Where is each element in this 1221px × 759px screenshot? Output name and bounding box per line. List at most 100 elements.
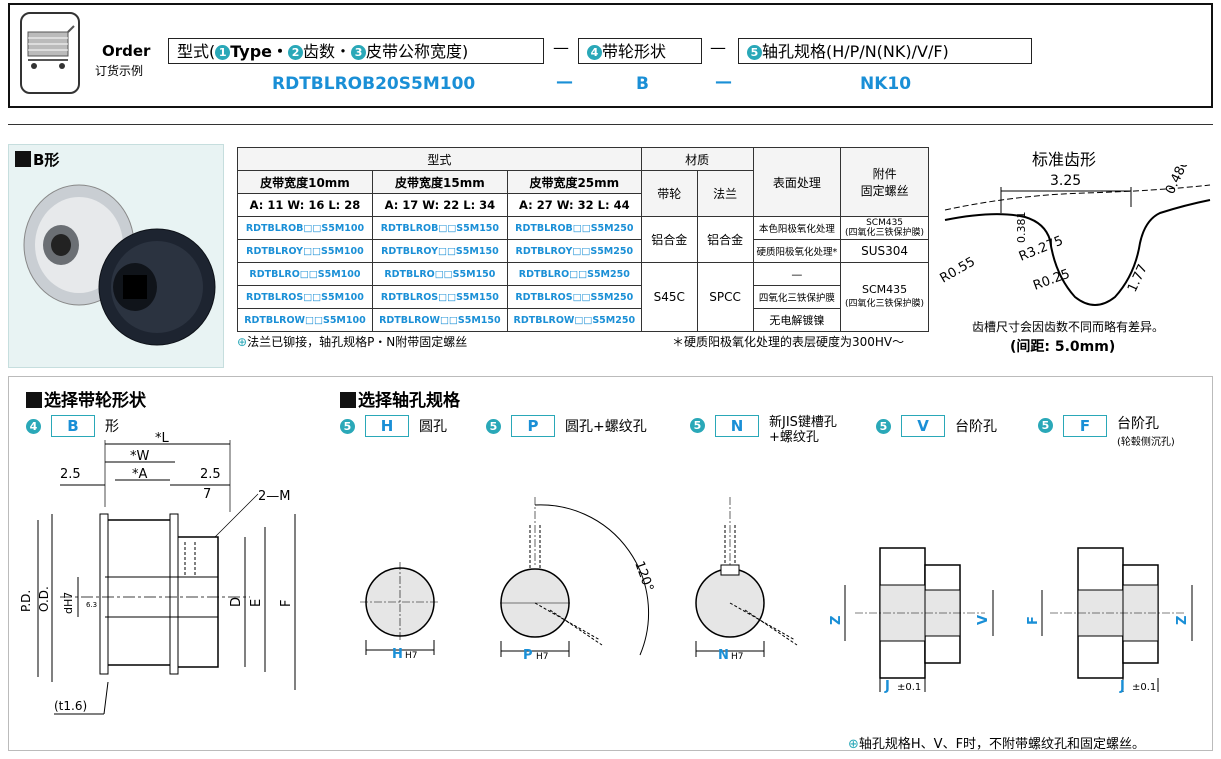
bore-footnote: ⊕轴孔规格H、V、F时，不附带螺纹孔和固定螺丝。 — [848, 737, 1146, 752]
dim-OD: O.D. — [37, 586, 51, 612]
mat-flange-al: 铝合金 — [696, 216, 754, 263]
model-cell: RDTBLROW□□S5M150 — [371, 308, 508, 332]
surface-cell: — — [752, 262, 842, 286]
shape-option-b[interactable]: 4 B 形 — [26, 415, 119, 437]
lbl-H-h7: H7 — [405, 651, 418, 661]
dims-w10: A: 11 W: 16 L: 28 — [237, 193, 373, 217]
accessory-cell: SCM435(四氧化三铁保护膜) — [840, 262, 929, 332]
cart-icon-frame — [20, 12, 80, 94]
lbl-H: H — [392, 647, 403, 662]
model-cell: RDTBLROS□□S5M250 — [506, 285, 642, 309]
dim-r055: R0.55 — [938, 254, 978, 286]
hdr-accessory: 附件 固定螺丝 — [840, 147, 929, 217]
dim-7: 7 — [203, 487, 211, 502]
lbl-Z: Z — [829, 616, 844, 625]
model-cell: RDTBLROS□□S5M150 — [371, 285, 508, 309]
accessory-cell: SUS304 — [840, 239, 929, 263]
tooth-pitch: (间距: 5.0mm) — [1010, 339, 1116, 355]
order-value-dash-2: — — [715, 72, 732, 92]
order-sublabel: 订货示例 — [95, 64, 144, 78]
order-value-shape: B — [636, 74, 649, 94]
tooth-title: 标准齿形 — [1032, 150, 1097, 169]
order-label: Order — [102, 42, 151, 60]
dim-L: *L — [155, 432, 170, 446]
hdr-material: 材质 — [640, 147, 754, 171]
order-dash-2: — — [710, 38, 726, 57]
lbl-J-v: J — [884, 679, 890, 694]
model-cell: RDTBLRO□□S5M250 — [506, 262, 642, 286]
mat-flange-spcc: SPCC — [696, 262, 754, 332]
surface-cell: 无电解镀镍 — [752, 308, 842, 332]
dim-0381: 0.381 — [1015, 212, 1028, 244]
model-cell: RDTBLRO□□S5M100 — [237, 262, 373, 286]
dims-w15: A: 17 W: 22 L: 34 — [371, 193, 508, 217]
model-cell: RDTBLROY□□S5M150 — [371, 239, 508, 263]
table-note-left: ⊕法兰已铆接，轴孔规格P・N附带固定螺丝 — [237, 335, 468, 349]
hdr-type: 型式 — [237, 147, 642, 171]
dim-r025: R0.25 — [1031, 267, 1072, 294]
dim-M: 2—M — [258, 489, 291, 504]
bore-h-drawing: H H7 — [360, 562, 440, 662]
order-value-type: RDTBLROB20S5M100 — [272, 74, 476, 94]
hdr-flange: 法兰 — [696, 170, 754, 217]
model-cell: RDTBLROB□□S5M250 — [506, 216, 642, 240]
hdr-w25: 皮带宽度25mm — [506, 170, 642, 194]
model-cell: RDTBLROW□□S5M100 — [237, 308, 373, 332]
model-cell: RDTBLRO□□S5M150 — [371, 262, 508, 286]
dim-0480: 0.480 — [1163, 165, 1192, 197]
bore-section-title: 选择轴孔规格 — [340, 386, 460, 411]
lbl-N-h7: H7 — [731, 652, 744, 662]
hdr-w15: 皮带宽度15mm — [371, 170, 508, 194]
dim-F: F — [279, 600, 294, 607]
dim-177: 1.77 — [1125, 262, 1151, 295]
order-example-box — [8, 3, 1213, 108]
cart-icon — [27, 25, 75, 69]
shape-section-title: 选择带轮形状 — [26, 386, 146, 411]
section-divider — [8, 124, 1213, 125]
lbl-P-h7: H7 — [536, 652, 549, 662]
bore-f-drawing: F Z J ±0.1 — [1026, 547, 1193, 694]
model-cell: RDTBLROB□□S5M150 — [371, 216, 508, 240]
lbl-F: F — [1026, 616, 1041, 625]
model-cell: RDTBLROW□□S5M250 — [506, 308, 642, 332]
lbl-120deg: 120° — [631, 559, 656, 594]
lbl-P: P — [523, 648, 533, 663]
dim-A: *A — [132, 467, 148, 482]
table-note-right: ＊硬质阳极氧化处理的表层硬度为300HV〜 — [672, 335, 905, 349]
hdr-w10: 皮带宽度10mm — [237, 170, 373, 194]
dims-w25: A: 27 W: 32 L: 44 — [506, 193, 642, 217]
model-cell: RDTBLROB□□S5M100 — [237, 216, 373, 240]
dim-63: 6.3 — [86, 601, 97, 609]
mat-pulley-s45c: S45C — [640, 262, 698, 332]
order-value-bore: NK10 — [860, 74, 912, 94]
lbl-V: V — [976, 615, 991, 625]
model-cell: RDTBLROY□□S5M100 — [237, 239, 373, 263]
pulley-b-drawing: *L *W *A 2.5 2.5 7 2—M P.D. O.D. dH7 6.3… — [20, 432, 296, 715]
lbl-tol-v: ±0.1 — [897, 682, 921, 693]
lbl-Z-f: Z — [1175, 616, 1190, 625]
mat-pulley-al: 铝合金 — [640, 216, 698, 263]
dim-PD: P.D. — [20, 590, 33, 612]
hdr-surface: 表面处理 — [752, 147, 842, 217]
lbl-tol-f: ±0.1 — [1132, 682, 1156, 693]
photo-title: B形 — [15, 149, 59, 170]
surface-cell: 四氧化三铁保护膜 — [752, 285, 842, 309]
dim-dH7: dH7 — [62, 592, 75, 614]
spec-table: 型式 材质 表面处理 附件 固定螺丝 皮带宽度10mm 皮带宽度15mm 皮带宽… — [237, 147, 929, 332]
bore-n-drawing: N H7 — [695, 497, 798, 663]
tooth-note: 齿槽尺寸会因齿数不同而略有差异。 — [972, 320, 1165, 334]
dim-25b: 2.5 — [200, 467, 221, 482]
tooth-profile-diagram: 3.25 0.480 0.381 R0.55 R3.275 R0.25 1.77 — [938, 165, 1211, 306]
dim-325: 3.25 — [1050, 173, 1081, 189]
hdr-pulley: 带轮 — [640, 170, 698, 217]
model-cell: RDTBLROS□□S5M100 — [237, 285, 373, 309]
dim-25a: 2.5 — [60, 467, 81, 482]
